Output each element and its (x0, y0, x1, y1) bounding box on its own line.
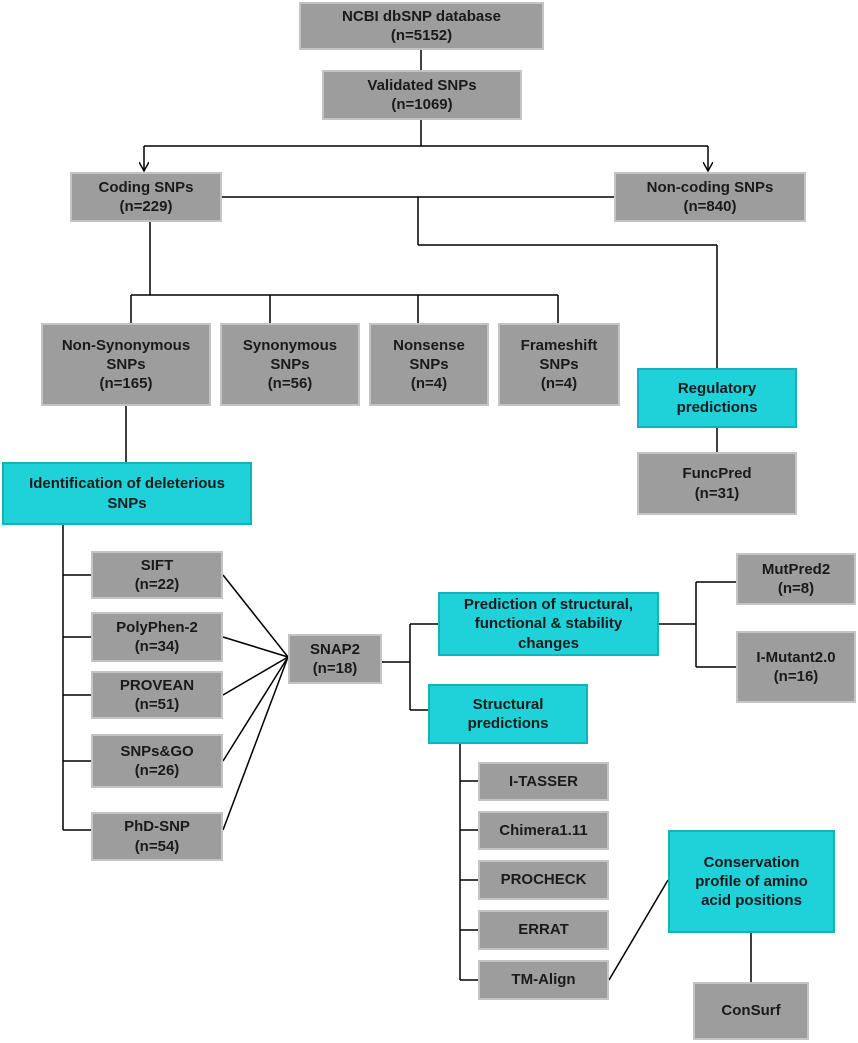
noncoding-snps-box: Non-coding SNPs (n=840) (614, 172, 806, 222)
chimera-box: Chimera1.11 (478, 811, 609, 850)
connector-line (222, 636, 289, 658)
nonsynonymous-snps-box: Non-Synonymous SNPs (n=165) (41, 323, 211, 406)
connector-line (222, 656, 289, 831)
frameshift-snps-box: Frameshift SNPs (n=4) (498, 323, 620, 406)
mutpred2-box: MutPred2 (n=8) (736, 553, 856, 605)
errat-box: ERRAT (478, 910, 609, 950)
structural-functional-stability-box: Prediction of structural, functional & s… (438, 592, 659, 656)
tm-align-box: TM-Align (478, 960, 609, 1000)
nonsense-snps-box: Nonsense SNPs (n=4) (369, 323, 489, 406)
sift-box: SIFT (n=22) (91, 551, 223, 599)
consurf-box: ConSurf (693, 982, 809, 1040)
snap2-box: SNAP2 (n=18) (288, 634, 382, 684)
connector-line (222, 656, 289, 696)
identification-deleterious-snps-box: Identification of deleterious SNPs (2, 462, 252, 525)
synonymous-snps-box: Synonymous SNPs (n=56) (220, 323, 360, 406)
provean-box: PROVEAN (n=51) (91, 671, 223, 719)
snps-go-box: SNPs&GO (n=26) (91, 734, 223, 788)
structural-predictions-box: Structural predictions (428, 684, 588, 744)
connector-line (608, 879, 669, 981)
conservation-profile-box: Conservation profile of amino acid posit… (668, 830, 835, 933)
regulatory-predictions-box: Regulatory predictions (637, 368, 797, 428)
coding-snps-box: Coding SNPs (n=229) (70, 172, 222, 222)
connector-line (222, 656, 289, 762)
i-mutant-box: I-Mutant2.0 (n=16) (736, 631, 856, 703)
connector-line (222, 574, 289, 658)
funcpred-box: FuncPred (n=31) (637, 452, 797, 515)
procheck-box: PROCHECK (478, 860, 609, 900)
dbsnp-database-box: NCBI dbSNP database (n=5152) (299, 2, 544, 50)
phd-snp-box: PhD-SNP (n=54) (91, 812, 223, 861)
validated-snps-box: Validated SNPs (n=1069) (322, 70, 522, 120)
i-tasser-box: I-TASSER (478, 762, 609, 801)
polyphen-box: PolyPhen-2 (n=34) (91, 612, 223, 662)
